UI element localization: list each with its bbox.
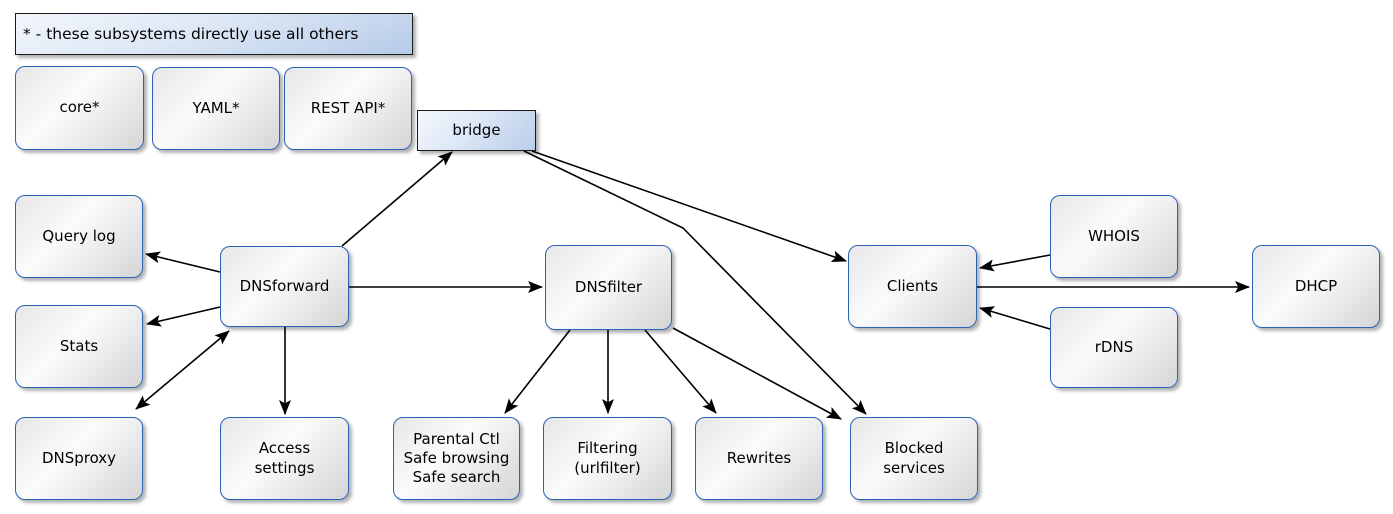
node-stats: Stats [15,305,143,388]
node-label: rDNS [1094,337,1134,356]
node-dnsproxy: DNSproxy [15,417,143,500]
node-label: DNSfilter [574,277,643,296]
edge-dnsfilter-to-blocked-services [672,327,842,420]
legend-box: * - these subsystems directly use all ot… [15,13,413,55]
node-label: REST API* [310,98,386,117]
legend-text: * - these subsystems directly use all ot… [23,25,359,43]
node-label: bridge [452,120,501,139]
node-label: Access [258,439,311,458]
node-dnsforward: DNSforward [220,246,349,327]
node-label: Filtering [577,439,638,458]
node-label: core* [59,98,100,117]
edge-dnsforward-to-query-log [145,251,221,273]
node-query-log: Query log [15,195,143,278]
edge-whois-to-clients [979,254,1051,272]
node-label: Blocked [884,439,944,458]
node-label: DNSforward [239,276,330,295]
node-label: settings [254,458,315,477]
node-label: YAML* [192,98,240,117]
edge-dnsforward-to-stats [146,306,221,327]
node-label: DNSproxy [41,448,117,467]
edge-dnsforward-to-dnsproxy [135,330,230,410]
node-dhcp: DHCP [1252,245,1380,328]
edge-rdns-to-clients [979,306,1051,330]
node-label: (urlfilter) [574,458,641,477]
edge-dnsforward-to-bridge [341,151,453,247]
node-rdns: rDNS [1050,307,1178,388]
node-yaml: YAML* [152,67,280,150]
node-dnsfilter: DNSfilter [545,245,672,330]
node-label: Clients [886,276,939,295]
node-filtering: Filtering(urlfilter) [543,417,672,500]
node-label: Safe browsing [403,448,510,467]
node-label: Rewrites [726,448,792,467]
node-core: core* [15,66,144,150]
node-label: WHOIS [1088,226,1140,245]
node-bridge: bridge [417,110,536,151]
node-rest-api: REST API* [284,67,412,150]
node-label: Query log [42,226,116,245]
edge-dnsfilter-to-parental-ctl [504,329,571,414]
node-rewrites: Rewrites [695,417,823,500]
node-whois: WHOIS [1050,195,1178,278]
edge-dnsfilter-to-rewrites [644,329,717,414]
node-label: DHCP [1294,276,1338,295]
node-label: Parental Ctl [413,429,500,448]
node-label: Safe search [412,468,501,487]
node-label: services [883,458,945,477]
node-clients: Clients [848,245,977,328]
node-label: Stats [59,336,99,355]
